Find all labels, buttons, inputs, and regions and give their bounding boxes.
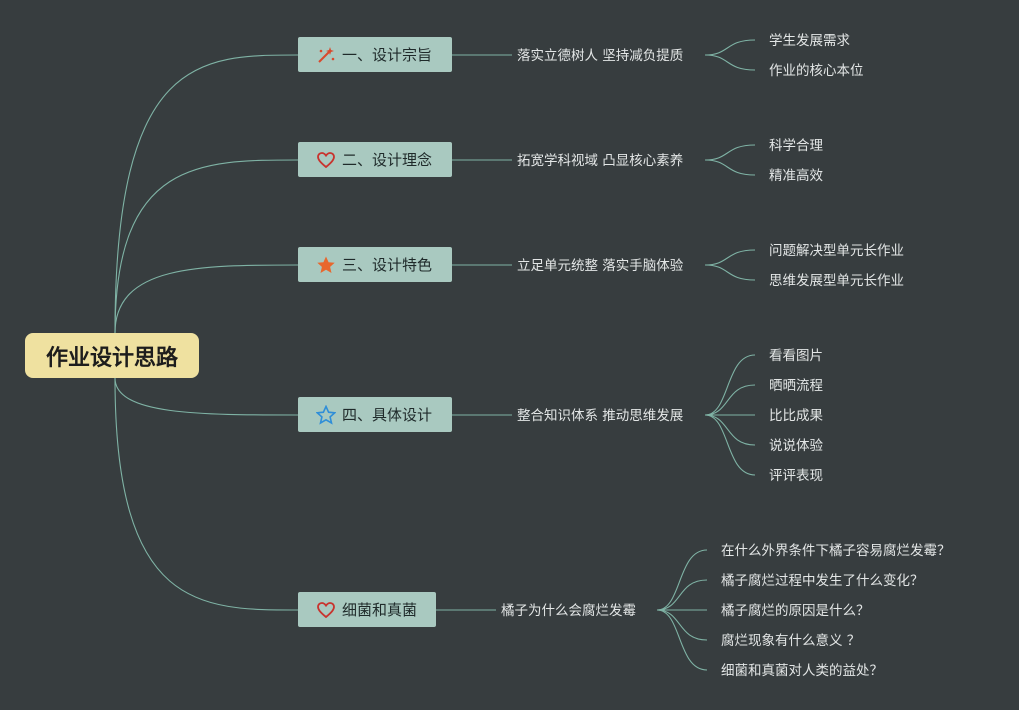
leaf-5-5[interactable]: 细菌和真菌对人类的益处？ xyxy=(721,663,883,679)
heart-icon xyxy=(316,150,336,170)
branch-label-4: 四、具体设计 xyxy=(342,406,433,424)
connector-line-22 xyxy=(656,549,708,611)
sub-node-1[interactable]: 落实立德树人 坚持减负提质 xyxy=(517,48,684,64)
leaf-5-1[interactable]: 在什么外界条件下橘子容易腐烂发霉？ xyxy=(721,543,951,559)
connector-line-5 xyxy=(114,377,299,611)
connector-line-26 xyxy=(656,609,708,671)
connector-line-25 xyxy=(656,609,708,641)
branch-node-3[interactable]: 三、设计特色 xyxy=(298,247,452,282)
connector-line-4 xyxy=(114,377,299,416)
sub-node-3[interactable]: 立足单元统整 落实手脑体验 xyxy=(517,258,684,274)
star-filled-icon xyxy=(316,255,336,275)
branch-node-1[interactable]: 一、设计宗旨 xyxy=(298,37,452,72)
branch-node-4[interactable]: 四、具体设计 xyxy=(298,397,452,432)
connector-line-2 xyxy=(114,159,299,334)
connector-line-12 xyxy=(704,54,756,71)
leaf-4-2[interactable]: 晒晒流程 xyxy=(769,378,823,394)
connector-line-16 xyxy=(704,264,756,281)
leaf-4-5[interactable]: 评评表现 xyxy=(769,468,823,484)
sub-node-4[interactable]: 整合知识体系 推动思维发展 xyxy=(517,408,684,424)
star-outline-icon xyxy=(316,404,336,425)
root-node[interactable]: 作业设计思路 xyxy=(25,333,199,378)
branch-label-2: 二、设计理念 xyxy=(342,151,433,169)
leaf-3-2[interactable]: 思维发展型单元长作业 xyxy=(769,273,904,289)
leaf-1-1[interactable]: 学生发展需求 xyxy=(769,33,850,49)
leaf-3-1[interactable]: 问题解决型单元长作业 xyxy=(769,243,904,259)
leaf-4-4[interactable]: 说说体验 xyxy=(769,438,823,454)
leaf-4-1[interactable]: 看看图片 xyxy=(769,348,823,364)
heart-icon xyxy=(316,600,336,620)
branch-label-3: 三、设计特色 xyxy=(342,256,433,274)
leaf-2-1[interactable]: 科学合理 xyxy=(769,138,823,154)
connector-line-17 xyxy=(704,354,756,416)
leaf-5-3[interactable]: 橘子腐烂的原因是什么？ xyxy=(721,603,870,619)
leaf-1-2[interactable]: 作业的核心本位 xyxy=(769,63,864,79)
connector-line-14 xyxy=(704,159,756,176)
root-label: 作业设计思路 xyxy=(45,345,178,371)
connector-line-23 xyxy=(656,579,708,611)
sub-node-5[interactable]: 橘子为什么会腐烂发霉 xyxy=(501,603,636,619)
connector-line-15 xyxy=(704,249,756,266)
branch-label-1: 一、设计宗旨 xyxy=(342,46,433,64)
branch-label-5: 细菌和真菌 xyxy=(342,601,418,619)
leaf-5-2[interactable]: 橘子腐烂过程中发生了什么变化？ xyxy=(721,573,924,589)
connector-line-18 xyxy=(704,384,756,416)
sub-node-2[interactable]: 拓宽学科视域 凸显核心素养 xyxy=(517,153,684,169)
leaf-4-3[interactable]: 比比成果 xyxy=(769,408,823,424)
branch-node-2[interactable]: 二、设计理念 xyxy=(298,142,452,177)
connector-line-1 xyxy=(114,54,299,334)
connector-line-13 xyxy=(704,144,756,161)
connector-line-21 xyxy=(704,414,756,476)
branch-node-5[interactable]: 细菌和真菌 xyxy=(298,592,436,627)
leaf-5-4[interactable]: 腐烂现象有什么意义 ？ xyxy=(721,633,861,649)
leaf-2-2[interactable]: 精准高效 xyxy=(769,168,823,184)
magic-wand-icon xyxy=(316,45,336,65)
connector-line-11 xyxy=(704,39,756,56)
connector-line-3 xyxy=(114,264,299,334)
connector-line-20 xyxy=(704,414,756,446)
